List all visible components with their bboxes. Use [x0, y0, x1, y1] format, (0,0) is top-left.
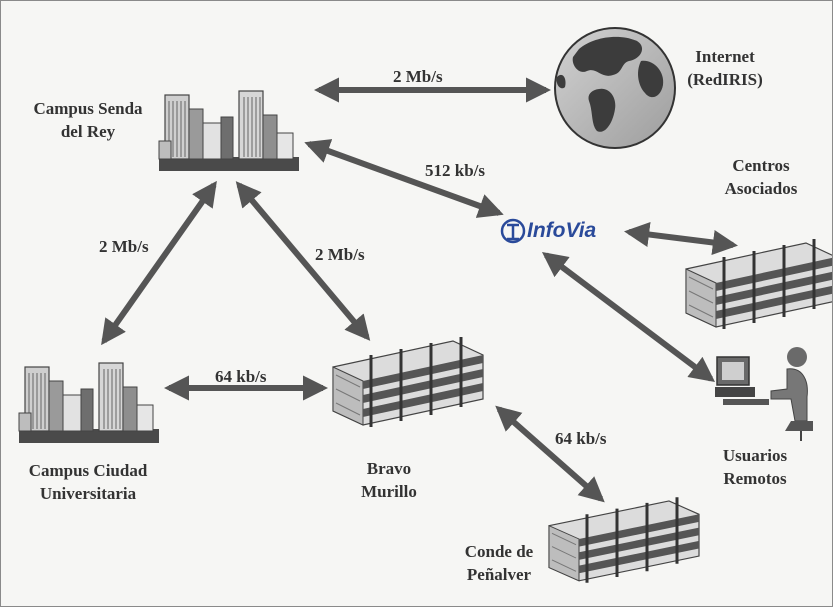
infovia-logo-text: InfoVia	[527, 219, 597, 242]
campus-senda-label-line1: Campus Senda	[33, 99, 143, 118]
centros-asociados-label-line1: Centros	[732, 156, 790, 175]
bravo-murillo-label-line1: Bravo	[366, 459, 412, 478]
conde-penalver-building-icon	[547, 495, 701, 585]
bravo-murillo-label: Bravo Murillo	[349, 457, 429, 503]
campus-senda-building-icon	[158, 90, 300, 172]
usuarios-remotos-label: Usuarios Remotos	[705, 444, 805, 490]
link-label-senda-bravo: 2 Mb/s	[315, 245, 365, 264]
link-label-bravo-conde: 64 kb/s	[555, 429, 607, 448]
campus-ciudad-label-line1: Campus Ciudad	[28, 461, 148, 480]
campus-ciudad-label-line2: Universitaria	[39, 484, 137, 503]
campus-senda-label-line2: del Rey	[60, 122, 116, 141]
arrow-infovia-centros	[623, 221, 739, 256]
usuarios-remotos-label-line1: Usuarios	[722, 446, 788, 465]
link-label-senda-ciudad: 2 Mb/s	[99, 237, 149, 256]
arrow-senda-bravo	[235, 181, 371, 341]
arrow-senda-infovia	[304, 139, 504, 218]
bravo-murillo-building-icon	[331, 335, 485, 429]
internet-label: Internet (RedIRIS)	[675, 45, 775, 91]
globe-icon	[554, 27, 676, 149]
link-label-senda-internet: 2 Mb/s	[393, 67, 443, 86]
conde-penalver-label-line1: Conde de	[464, 542, 534, 561]
arrow-bravo-conde	[495, 405, 605, 503]
link-label-ciudad-bravo: 64 kb/s	[215, 367, 267, 386]
campus-ciudad-building-icon	[18, 362, 160, 444]
campus-ciudad-label: Campus Ciudad Universitaria	[13, 459, 163, 505]
centros-asociados-building-icon	[684, 237, 832, 331]
link-arrows	[101, 77, 739, 503]
conde-penalver-label: Conde de Peñalver	[449, 540, 549, 586]
internet-label-line2: (RedIRIS)	[687, 70, 763, 89]
campus-senda-label: Campus Senda del Rey	[23, 97, 153, 143]
bravo-murillo-label-line2: Murillo	[361, 482, 417, 501]
arrow-infovia-usuarios	[541, 251, 716, 383]
internet-label-line1: Internet	[695, 47, 755, 66]
link-label-senda-infovia: 512 kb/s	[425, 161, 485, 180]
centros-asociados-label: Centros Asociados	[713, 154, 809, 200]
infovia-logo-mark	[500, 218, 526, 244]
remote-user-icon	[715, 347, 813, 441]
centros-asociados-label-line2: Asociados	[724, 179, 798, 198]
usuarios-remotos-label-line2: Remotos	[723, 469, 787, 488]
conde-penalver-label-line2: Peñalver	[466, 565, 532, 584]
arrow-senda-ciudad	[101, 180, 217, 346]
